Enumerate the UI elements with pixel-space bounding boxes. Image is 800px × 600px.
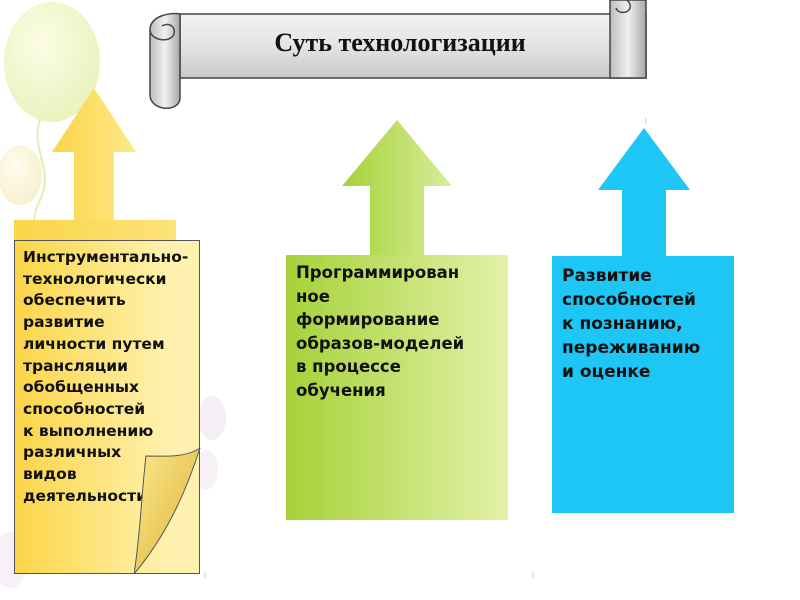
diagram-title: Суть технологизации <box>274 28 526 57</box>
title-scroll-banner: Суть технологизации <box>140 0 660 118</box>
yellow-up-arrow <box>52 88 136 244</box>
blue-up-arrow <box>598 128 690 260</box>
blue-text-box: Развитие способностей к познанию, пережи… <box>552 256 734 513</box>
green-up-arrow <box>342 120 452 260</box>
green-box-text: Программирован ное формирование образов-… <box>296 263 465 400</box>
blue-box-text: Развитие способностей к познанию, пережи… <box>562 266 701 382</box>
page-curl-corner <box>134 448 201 575</box>
green-text-box: Программирован ное формирование образов-… <box>286 255 508 520</box>
scroll-banner-shape <box>149 0 647 109</box>
yellow-box-text: Инструментально- технологически обеспечи… <box>23 248 189 505</box>
